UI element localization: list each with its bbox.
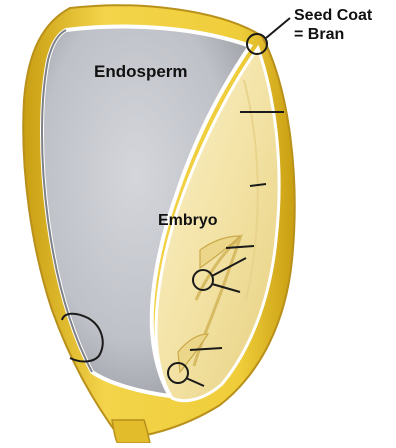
seed-coat-label-line2: = Bran [294, 25, 372, 44]
embryo-label: Embryo [158, 212, 218, 230]
pointer-line [266, 18, 290, 38]
seed-coat-label-line1: Seed Coat [294, 6, 372, 25]
endosperm-label: Endosperm [94, 62, 188, 82]
seed-coat-label: Seed Coat = Bran [294, 6, 372, 44]
stalk-base [112, 420, 150, 443]
